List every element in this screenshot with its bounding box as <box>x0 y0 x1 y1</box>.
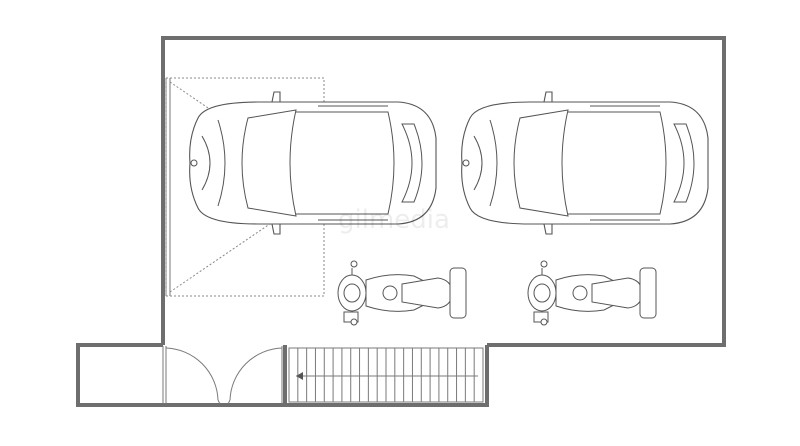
car-rear-window <box>673 123 695 203</box>
car-emblem-icon <box>190 159 198 167</box>
car-roof <box>568 111 667 215</box>
car-windshield <box>513 109 569 217</box>
moto-tank <box>382 285 398 301</box>
swing-doors <box>162 346 283 405</box>
car-hood-line <box>217 119 226 207</box>
moto-mirror <box>540 260 548 268</box>
moto-seat <box>591 277 643 309</box>
moto-headlamp <box>533 283 551 303</box>
car-windshield <box>241 109 297 217</box>
moto-tank <box>572 285 588 301</box>
car-right <box>461 91 709 235</box>
car-mirror <box>543 91 553 103</box>
staircase <box>288 347 484 403</box>
car-mirror <box>543 223 553 235</box>
moto-mirror <box>540 318 548 326</box>
car-mirror <box>271 223 281 235</box>
cars <box>189 91 709 235</box>
stair-arrow-icon <box>296 372 303 380</box>
car-rear-window <box>401 123 423 203</box>
car-hood-line <box>201 135 211 191</box>
moto-rear-wheel <box>449 267 467 319</box>
moto-seat <box>401 277 453 309</box>
car-hood-line <box>473 135 483 191</box>
watermark-text: gilmedia <box>338 205 450 235</box>
car-left <box>189 91 437 235</box>
garage-walls <box>76 36 726 407</box>
moto-left <box>337 260 467 326</box>
car-hood-line <box>489 119 498 207</box>
car-body <box>189 101 437 225</box>
car-roof <box>296 111 395 215</box>
motorcycles <box>337 260 657 326</box>
car-mirror <box>271 91 281 103</box>
moto-mirror <box>350 318 358 326</box>
car-emblem-icon <box>462 159 470 167</box>
car-body <box>461 101 709 225</box>
moto-headlamp <box>343 283 361 303</box>
moto-rear-wheel <box>639 267 657 319</box>
stair-steps <box>297 348 475 402</box>
moto-mirror <box>350 260 358 268</box>
moto-right <box>527 260 657 326</box>
